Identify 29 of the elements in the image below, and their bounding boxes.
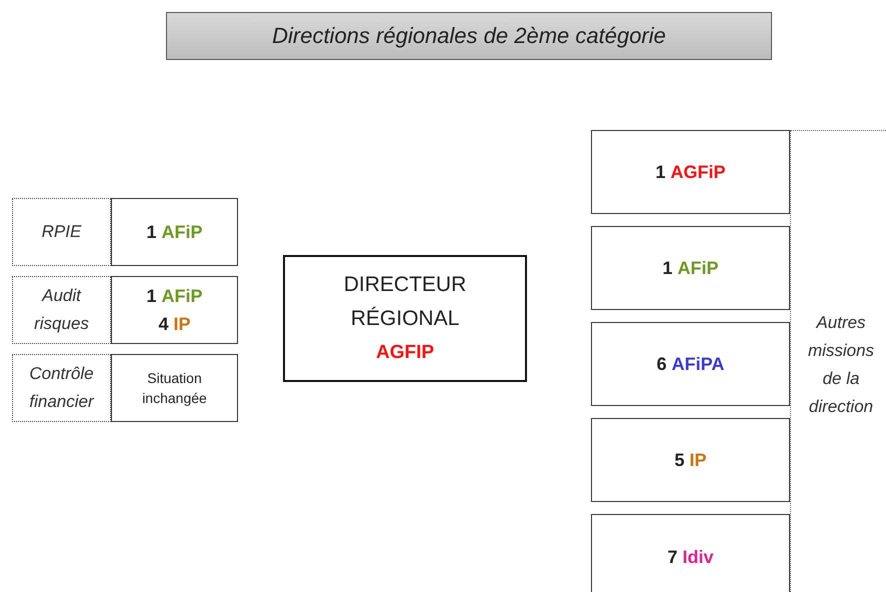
position-box: [591, 514, 790, 592]
category-label: Contrôle financier: [28, 363, 96, 413]
category-label: RPIE: [40, 221, 82, 243]
dotted-label-box: [12, 276, 111, 344]
position-box: [591, 418, 790, 502]
count-label: 1 AGFiP: [655, 161, 726, 184]
count-label: 6 AFiPA: [656, 353, 724, 376]
dotted-label-box: [12, 354, 111, 422]
director-title: DIRECTEUR RÉGIONAL: [342, 272, 468, 332]
position-box: [111, 276, 238, 344]
count-label: 1 AFiP: [146, 221, 203, 244]
position-box: [111, 354, 238, 422]
grade-label: AGFIP: [376, 340, 434, 364]
side-label: Autres missions de la direction: [806, 312, 876, 418]
count-label: 1 AFiP: [662, 257, 719, 280]
dotted-label-box: [12, 198, 111, 266]
dotted-frame: [790, 130, 886, 592]
position-box: [591, 322, 790, 406]
diagram-title: Directions régionales de 2ème catégorie: [166, 12, 772, 60]
count-label: 5 IP: [674, 449, 707, 472]
count-label: 1 AFiP: [146, 285, 203, 308]
category-label: Audit risques: [33, 285, 90, 335]
position-box: [591, 226, 790, 310]
count-label: 4 IP: [158, 313, 191, 336]
director-box: [283, 255, 527, 382]
position-box: [111, 198, 238, 266]
position-box: [591, 130, 790, 214]
count-label: 7 Idiv: [667, 546, 714, 569]
status-text: Situation inchangée: [141, 369, 208, 408]
